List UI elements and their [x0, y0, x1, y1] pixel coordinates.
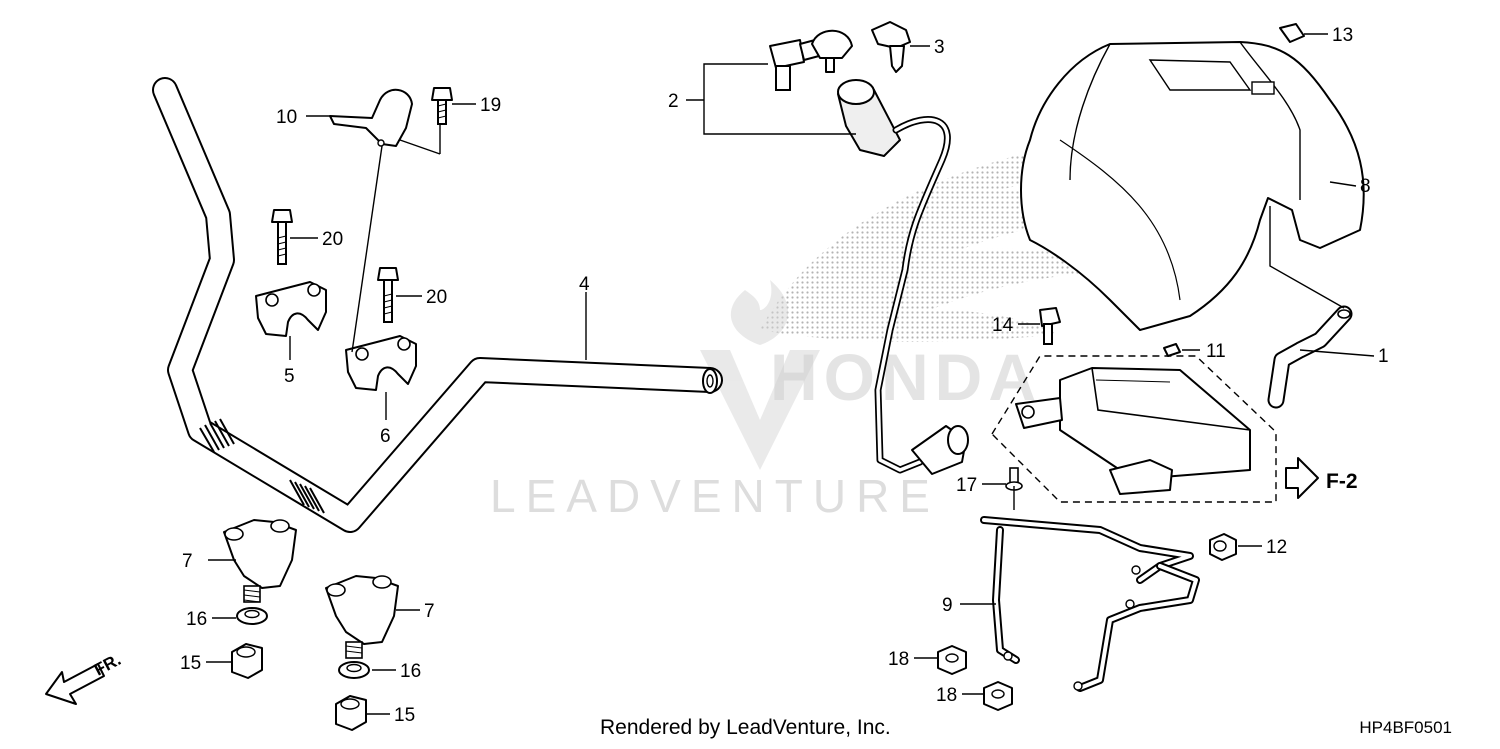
washer-part-16b	[338, 661, 370, 679]
holder-part-5	[255, 281, 327, 337]
bolt-part-20a	[271, 209, 293, 265]
tube-part-1	[1267, 305, 1353, 409]
callout-10: 10	[276, 107, 297, 128]
callout-15a: 15	[180, 653, 201, 674]
front-direction-arrow: FR.	[45, 650, 124, 705]
leader-lines	[206, 33, 1375, 715]
bolt-part-14	[1039, 307, 1061, 345]
bracket-part-10	[329, 89, 413, 147]
callout-17: 17	[956, 475, 977, 496]
leadventure-logo-watermark	[700, 280, 820, 470]
callout-1: 1	[1378, 346, 1389, 367]
clip-part-11	[1163, 343, 1181, 357]
callout-15b: 15	[394, 705, 415, 726]
callout-16b: 16	[400, 661, 421, 682]
watermark-text: LEADVENTURE	[490, 470, 940, 522]
nut-part-18b	[983, 681, 1013, 711]
handlebar-part	[152, 77, 723, 533]
stay-part-9	[980, 516, 1200, 692]
callout-4: 4	[579, 274, 590, 295]
callout-13: 13	[1332, 25, 1353, 46]
callout-7a: 7	[182, 551, 193, 572]
lower-holder-part-7b	[325, 575, 399, 659]
nut-part-15a	[231, 643, 263, 679]
clip-part-3	[871, 21, 911, 73]
ignition-switch-part-2	[837, 79, 969, 475]
callout-8: 8	[1360, 176, 1371, 197]
clip-part-13	[1279, 23, 1305, 43]
callout-20b: 20	[426, 287, 447, 308]
bolt-part-20b	[377, 267, 399, 323]
callout-16a: 16	[186, 609, 207, 630]
callout-12: 12	[1266, 537, 1287, 558]
callout-6: 6	[380, 426, 391, 447]
footer-credit: Rendered by LeadVenture, Inc.	[600, 716, 891, 739]
lower-holder-part-7a	[223, 519, 297, 603]
callout-18b: 18	[936, 685, 957, 706]
reference-label[interactable]: F-2	[1326, 470, 1358, 493]
honda-wing-watermark	[760, 130, 1170, 342]
cover-part-8	[1020, 41, 1365, 331]
reference-arrow[interactable]: F-2	[1285, 457, 1358, 499]
callout-9: 9	[942, 595, 953, 616]
callout-11: 11	[1206, 341, 1226, 362]
washer-part-16a	[236, 607, 268, 625]
watermark-brand-text: HONDA	[770, 340, 1042, 414]
nut-part-18a	[937, 645, 967, 675]
ignition-key-part-2	[769, 29, 853, 91]
callout-labels: 1 2 3 4 5 6 7 7 8 9 10 11 12 13 14 15 15…	[180, 25, 1389, 726]
nut-part-12	[1209, 533, 1237, 561]
diagram-code: HP4BF0501	[1359, 718, 1452, 737]
bolt-part-19	[431, 87, 453, 125]
callout-3: 3	[934, 37, 945, 58]
callout-19: 19	[480, 95, 501, 116]
callout-14: 14	[992, 315, 1014, 336]
callout-20a: 20	[322, 229, 343, 250]
callout-5: 5	[284, 366, 295, 387]
callout-7b: 7	[424, 601, 435, 622]
holder-part-6	[345, 335, 417, 391]
nut-part-15b	[335, 695, 367, 731]
ecu-reference-box	[991, 355, 1277, 503]
callout-18a: 18	[888, 649, 909, 670]
callout-2: 2	[668, 91, 679, 112]
